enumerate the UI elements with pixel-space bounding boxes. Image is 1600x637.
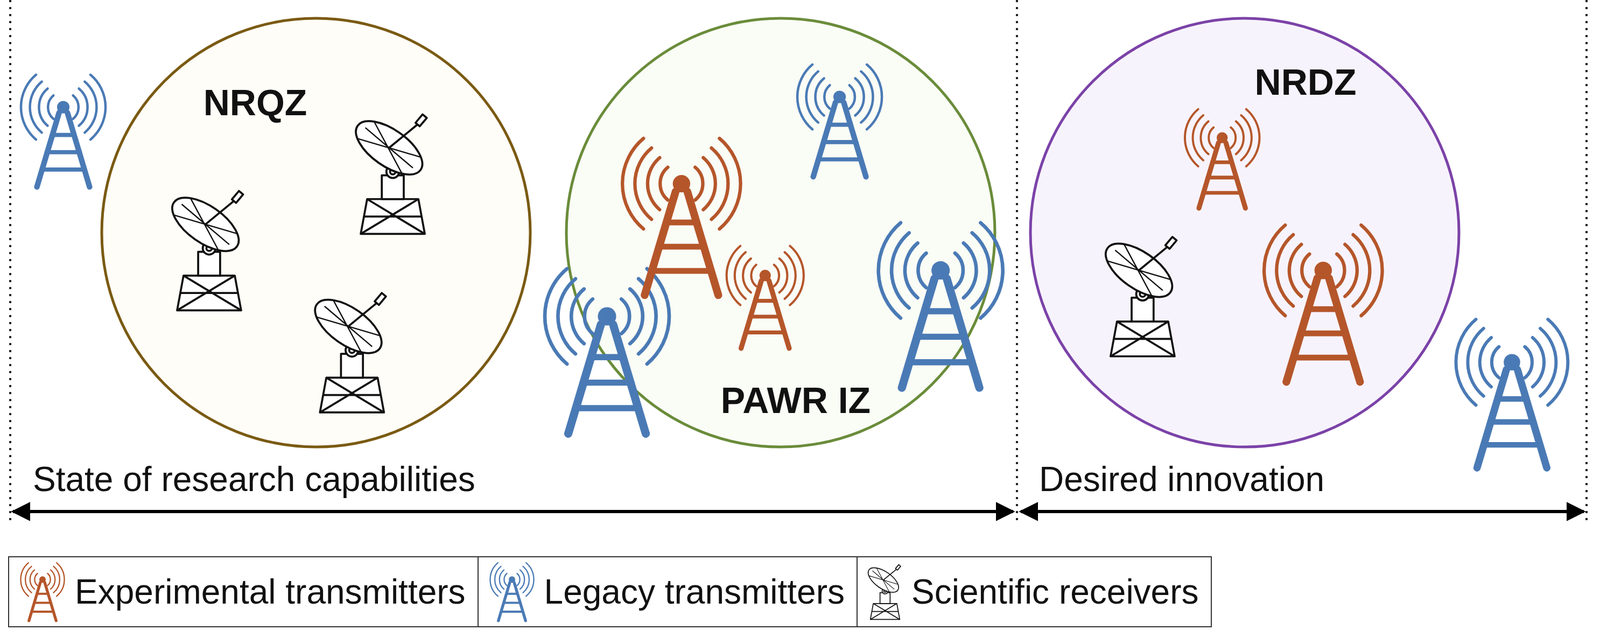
zone-name: PAWR IZ — [720, 379, 871, 421]
legacy-transmitter — [20, 74, 106, 187]
span-arrows — [12, 509, 1584, 514]
legacy-transmitter — [544, 268, 670, 434]
section-label: Desired innovation — [1036, 459, 1327, 500]
zone-name: NRQZ — [203, 81, 308, 124]
legend-text: Scientific receivers — [911, 571, 1199, 612]
legend-text: Experimental transmitters — [74, 571, 466, 612]
legend-item: Scientific receivers — [857, 557, 1211, 627]
legacy-transmitter — [878, 222, 1003, 388]
legacy-transmitter — [1455, 319, 1568, 468]
scientific-receiver — [347, 110, 432, 235]
legacy-transmitter — [797, 64, 882, 177]
experimental-transmitter — [1264, 225, 1382, 382]
legend-item: Legacy transmitters — [478, 557, 858, 627]
scientific-receiver — [306, 289, 391, 413]
zone-name: NRDZ — [1254, 60, 1357, 103]
scientific-receiver-sample — [864, 562, 907, 622]
legend-text: Legacy transmitters — [544, 571, 845, 612]
experimental-transmitter — [1184, 109, 1260, 209]
legend: Experimental transmitters Legacy transmit… — [8, 556, 1212, 628]
experimental-transmitter-sample — [15, 561, 70, 623]
circle-outline — [1028, 16, 1462, 449]
experimental-transmitter — [726, 246, 804, 349]
zone-circle: NRDZ — [1028, 16, 1462, 449]
experimental-transmitter-sample-icon — [20, 562, 65, 621]
legacy-transmitter-sample — [485, 561, 539, 623]
scientific-receiver — [163, 187, 248, 311]
experimental-transmitter — [622, 138, 741, 296]
divider-lines — [10, 0, 1587, 525]
section-label: State of research capabilities — [30, 459, 478, 500]
legend-item: Experimental transmitters — [9, 557, 479, 627]
zone-circle: NRQZ — [99, 16, 533, 449]
icons — [20, 64, 1568, 468]
scientific-receiver-sample-icon — [864, 563, 903, 620]
circle-outline — [99, 16, 533, 449]
scientific-receiver — [1097, 233, 1182, 357]
legacy-transmitter-sample-icon — [489, 562, 534, 621]
